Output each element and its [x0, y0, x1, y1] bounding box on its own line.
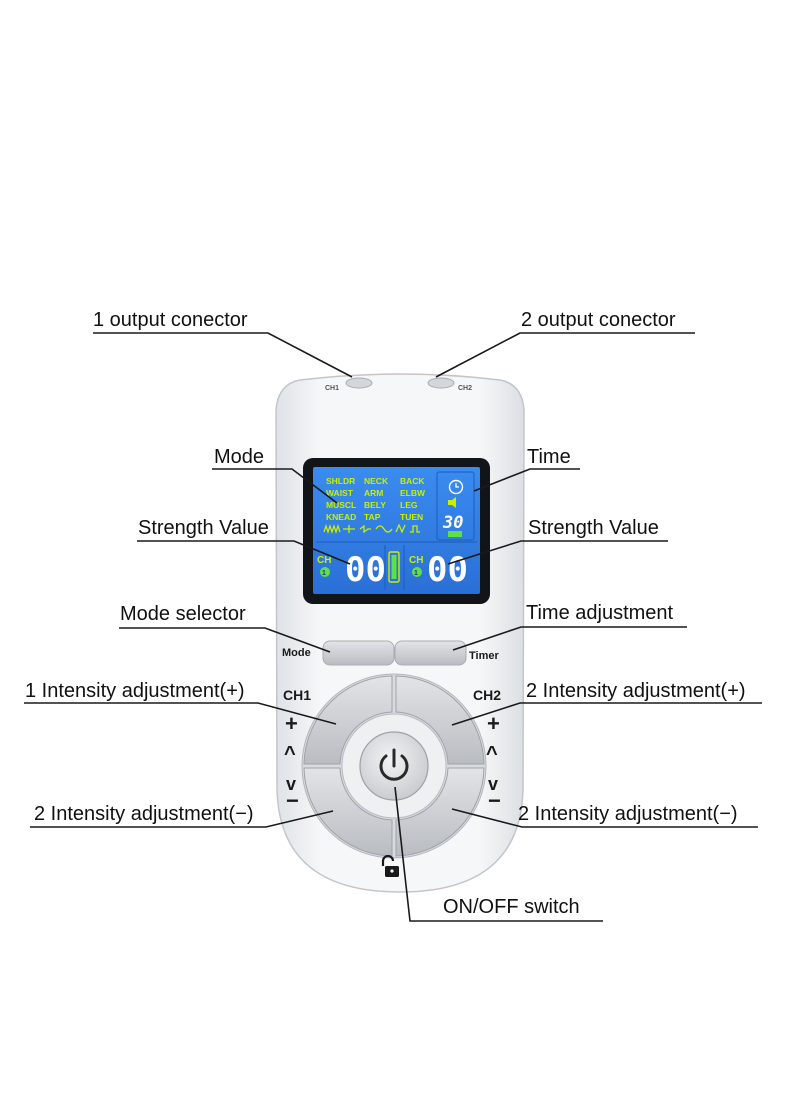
lcd-program-label: BACK [400, 476, 425, 486]
callout-ch1-output-connector: 1 output conector [93, 309, 248, 331]
ch2-intensity-down-button[interactable] [395, 767, 485, 857]
lcd-program-label: LEG [400, 500, 418, 510]
port-label-ch2: CH2 [458, 385, 472, 392]
lcd-ch1-indicator: CH 1 [317, 555, 331, 577]
power-icon [379, 748, 409, 781]
lcd-program-label: MUSCL [326, 500, 356, 510]
battery-icon [388, 551, 400, 583]
callout-intensity-plus-right: 2 Intensity adjustment(+) [526, 680, 746, 702]
speaker-icon [448, 497, 456, 508]
lcd-program-label: NECK [364, 476, 389, 486]
ch1-intensity-down-button[interactable] [303, 767, 393, 857]
ch1-minus-glyph: − [286, 788, 299, 813]
svg-text:CH: CH [317, 555, 331, 566]
unlock-icon [381, 854, 399, 877]
callout-leaders [24, 332, 762, 922]
lcd-program-label: KNEAD [326, 512, 356, 522]
lcd-timer-bar [448, 531, 462, 537]
callout-intensity-minus-right: 2 Intensity adjustment(−) [518, 803, 738, 825]
timer-button[interactable] [394, 640, 467, 666]
clock-icon [448, 479, 464, 495]
lcd-program-label: WAIST [326, 488, 354, 498]
callout-mode-selector: Mode selector [120, 603, 246, 625]
svg-text:1: 1 [322, 570, 326, 577]
ch2-intensity-up-button[interactable] [395, 675, 485, 765]
ch2-up-glyph: ^ [486, 743, 498, 765]
lcd-program-label: ARM [364, 488, 383, 498]
svg-text:1: 1 [414, 570, 418, 577]
ch2-down-glyph: v [488, 774, 498, 794]
callout-mode: Mode [214, 446, 265, 468]
mode-button[interactable] [322, 640, 395, 666]
callout-strength-value-right: Strength Value [528, 517, 659, 539]
callout-time: Time [527, 446, 571, 468]
ch1-plus-glyph: + [285, 711, 298, 736]
ch1-output-port [345, 377, 373, 389]
lcd-program-label: ELBW [400, 488, 426, 498]
lcd-program-label: TUEN [400, 512, 423, 522]
lcd-ch2-strength: 00 [427, 550, 468, 590]
port-label-ch1: CH1 [325, 385, 339, 392]
lcd-program-grid: SHLDR NECK BACK WAIST ARM ELBW MUSCL BELY LEG KNE… [326, 476, 426, 522]
lcd-ch2-indicator: CH 1 [409, 555, 423, 577]
lcd-program-label: BELY [364, 500, 386, 510]
lcd-timer-panel [436, 471, 475, 541]
callout-ch2-output-connector: 2 output conector [521, 309, 676, 331]
ch1-down-glyph: v [286, 774, 296, 794]
ch1-intensity-up-button[interactable] [303, 675, 393, 765]
ch1-label: CH1 [283, 687, 311, 703]
waveform-icons [323, 523, 420, 535]
svg-text:CH: CH [409, 555, 423, 566]
callout-strength-value-left: Strength Value [138, 517, 269, 539]
callout-time-adjustment: Time adjustment [526, 602, 674, 624]
ch2-label: CH2 [473, 687, 501, 703]
lcd-program-label: TAP [364, 512, 381, 522]
callout-intensity-minus-left: 2 Intensity adjustment(−) [34, 803, 254, 825]
callout-intensity-plus-left: 1 Intensity adjustment(+) [25, 680, 245, 702]
mode-button-label: Mode [282, 647, 311, 659]
ch2-output-port [427, 377, 455, 389]
ch2-minus-glyph: − [488, 788, 501, 813]
timer-button-label: Timer [469, 650, 499, 662]
ch2-plus-glyph: + [487, 711, 500, 736]
lcd-timer-value: 30 [442, 513, 463, 533]
ch1-up-glyph: ^ [284, 743, 296, 765]
callout-on-off-switch: ON/OFF switch [443, 896, 580, 918]
lcd-program-label: SHLDR [326, 476, 355, 486]
lcd-ch1-strength: 00 [345, 550, 386, 590]
